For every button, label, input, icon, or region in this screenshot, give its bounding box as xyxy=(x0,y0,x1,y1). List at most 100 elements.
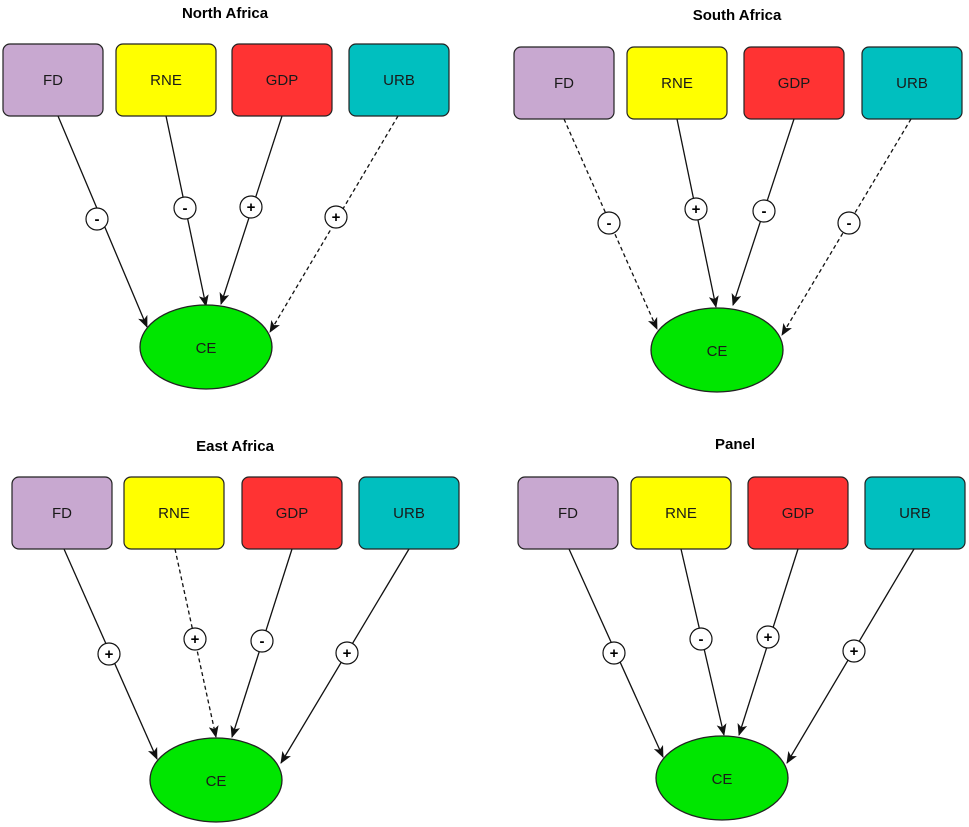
sign-badge: + xyxy=(183,627,207,651)
node-box xyxy=(861,46,963,120)
node-label: URB xyxy=(899,505,931,522)
sign-label: + xyxy=(247,199,256,216)
sign-label: + xyxy=(332,209,341,226)
node-gdp: GDP xyxy=(231,43,333,117)
node-ce: CE xyxy=(139,304,273,390)
sign-circle xyxy=(239,195,263,219)
node-label: FD xyxy=(558,505,578,522)
ce-ellipse xyxy=(655,735,789,821)
node-box xyxy=(11,476,113,550)
ce-ellipse xyxy=(149,737,283,823)
sign-circle xyxy=(752,199,776,223)
sign-circle xyxy=(335,641,359,665)
sign-badge: + xyxy=(97,642,121,666)
node-urb: URB xyxy=(348,43,450,117)
node-box xyxy=(626,46,728,120)
panel-title: East Africa xyxy=(196,438,274,455)
node-urb: URB xyxy=(861,46,963,120)
sign-label: - xyxy=(260,633,265,650)
sign-label: - xyxy=(95,211,100,228)
node-box xyxy=(123,476,225,550)
sign-label: + xyxy=(764,629,773,646)
node-box xyxy=(630,476,732,550)
sign-circle xyxy=(602,641,626,665)
node-label: FD xyxy=(554,75,574,92)
sign-label: + xyxy=(191,631,200,648)
node-box xyxy=(864,476,966,550)
sign-badge: + xyxy=(756,625,780,649)
node-label: FD xyxy=(43,72,63,89)
node-urb: URB xyxy=(864,476,966,550)
node-label: GDP xyxy=(266,72,299,89)
panel-title: North Africa xyxy=(182,5,269,22)
ce-label: CE xyxy=(206,773,227,790)
sign-label: + xyxy=(105,646,114,663)
sign-label: + xyxy=(343,645,352,662)
sign-label: - xyxy=(762,203,767,220)
sign-circle xyxy=(684,197,708,221)
node-label: RNE xyxy=(665,505,697,522)
ce-ellipse xyxy=(139,304,273,390)
sign-badge: - xyxy=(173,196,197,220)
sign-circle xyxy=(97,642,121,666)
node-label: FD xyxy=(52,505,72,522)
sign-circle xyxy=(597,211,621,235)
node-urb: URB xyxy=(358,476,460,550)
node-label: RNE xyxy=(661,75,693,92)
sign-badge: - xyxy=(752,199,776,223)
sign-badge: - xyxy=(837,211,861,235)
node-label: GDP xyxy=(276,505,309,522)
sign-badge: + xyxy=(842,639,866,663)
node-rne: RNE xyxy=(115,43,217,117)
node-label: RNE xyxy=(150,72,182,89)
node-label: URB xyxy=(393,505,425,522)
node-label: URB xyxy=(383,72,415,89)
panel-title: South Africa xyxy=(693,7,782,24)
sign-circle xyxy=(689,627,713,651)
ce-label: CE xyxy=(707,343,728,360)
node-box xyxy=(115,43,217,117)
node-box xyxy=(513,46,615,120)
sign-badge: - xyxy=(250,629,274,653)
node-gdp: GDP xyxy=(747,476,849,550)
sign-label: + xyxy=(610,645,619,662)
node-fd: FD xyxy=(2,43,104,117)
sign-badge: + xyxy=(324,205,348,229)
node-label: GDP xyxy=(782,505,815,522)
sign-label: - xyxy=(183,200,188,217)
sign-label: + xyxy=(850,643,859,660)
sign-label: + xyxy=(692,201,701,218)
sign-badge: + xyxy=(239,195,263,219)
node-box xyxy=(747,476,849,550)
sign-badge: - xyxy=(85,207,109,231)
sign-circle xyxy=(173,196,197,220)
sign-badge: - xyxy=(689,627,713,651)
node-fd: FD xyxy=(513,46,615,120)
panel-title: Panel xyxy=(715,436,755,453)
node-label: RNE xyxy=(158,505,190,522)
sign-circle xyxy=(756,625,780,649)
node-box xyxy=(517,476,619,550)
sign-circle xyxy=(842,639,866,663)
sign-badge: + xyxy=(684,197,708,221)
node-fd: FD xyxy=(11,476,113,550)
node-rne: RNE xyxy=(626,46,728,120)
node-label: GDP xyxy=(778,75,811,92)
node-box xyxy=(743,46,845,120)
node-box xyxy=(2,43,104,117)
node-box xyxy=(348,43,450,117)
sign-label: - xyxy=(607,215,612,232)
node-box xyxy=(241,476,343,550)
sign-circle xyxy=(183,627,207,651)
ce-label: CE xyxy=(196,340,217,357)
sign-circle xyxy=(324,205,348,229)
ce-label: CE xyxy=(712,771,733,788)
sign-label: - xyxy=(847,215,852,232)
ce-ellipse xyxy=(650,307,784,393)
node-box xyxy=(358,476,460,550)
